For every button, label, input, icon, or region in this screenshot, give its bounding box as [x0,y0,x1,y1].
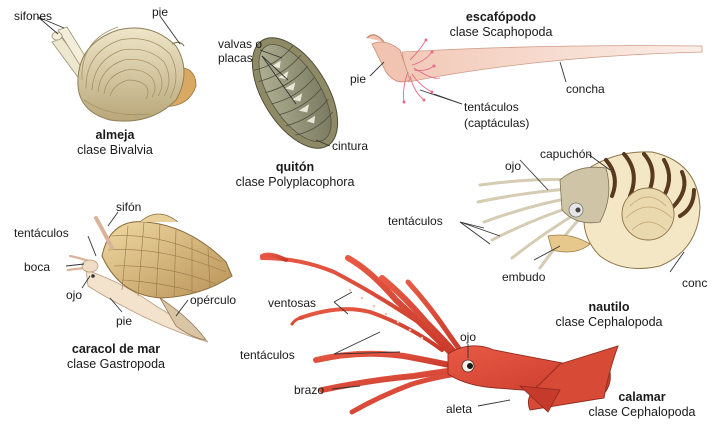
organism-class-clam: clase Bivalvia [77,143,153,157]
label-squid-tentacles: tentáculos [240,348,295,362]
label-snail-tentacles: tentáculos [14,226,69,240]
caption-sea-snail: caracol de mar clase Gastropoda [56,342,176,372]
organism-name-squid: calamar [578,390,706,405]
label-squid-eye: ojo [460,330,476,344]
organism-class-tusk-shell: clase Scaphopoda [450,25,553,39]
caption-chiton: quitón clase Polyplacophora [220,160,370,190]
organism-class-squid: clase Cephalopoda [588,405,695,419]
label-squid-fin: aleta [446,402,472,416]
organism-class-chiton: clase Polyplacophora [236,175,355,189]
label-clam-foot: pie [152,5,168,19]
label-tusk-shell: concha [566,82,605,96]
label-tusk-tentacles: tentáculos [464,100,519,114]
label-snail-operculum: opérculo [190,293,236,307]
label-squid-arm: brazo [294,383,324,397]
organism-name-nautilus: nautilo [544,300,674,315]
caption-tusk-shell: escafópodo clase Scaphopoda [436,10,566,40]
label-nautilus-shell: conc [682,276,707,290]
organism-name-tusk-shell: escafópodo [436,10,566,25]
organism-name-sea-snail: caracol de mar [56,342,176,357]
organism-name-clam: almeja [70,128,160,143]
clam-illustration [52,27,196,121]
label-tusk-captacula: (captáculas) [464,116,529,130]
label-chiton-valves: valvas o placas [218,37,278,65]
label-snail-siphon: sifón [116,200,141,214]
organism-name-chiton: quitón [220,160,370,175]
tusk-shell-illustration [367,35,702,104]
label-snail-eye: ojo [66,288,82,302]
label-nautilus-funnel: embudo [502,270,545,284]
sea-snail-illustration [68,214,232,342]
organism-class-sea-snail: clase Gastropoda [67,357,165,371]
label-snail-mouth: boca [24,260,50,274]
label-tusk-foot: pie [350,72,366,86]
caption-clam: almeja clase Bivalvia [70,128,160,158]
caption-nautilus: nautilo clase Cephalopoda [544,300,674,330]
label-snail-foot: pie [116,314,132,328]
label-chiton-girdle: cintura [332,139,368,153]
label-nautilus-hood: capuchón [540,147,592,161]
caption-squid: calamar clase Cephalopoda [578,390,706,420]
label-squid-suckers: ventosas [268,296,316,310]
label-nautilus-eye: ojo [505,159,521,173]
label-nautilus-tentacles: tentáculos [388,214,443,228]
label-clam-siphons: sifones [14,9,52,23]
organism-class-nautilus: clase Cephalopoda [555,315,662,329]
